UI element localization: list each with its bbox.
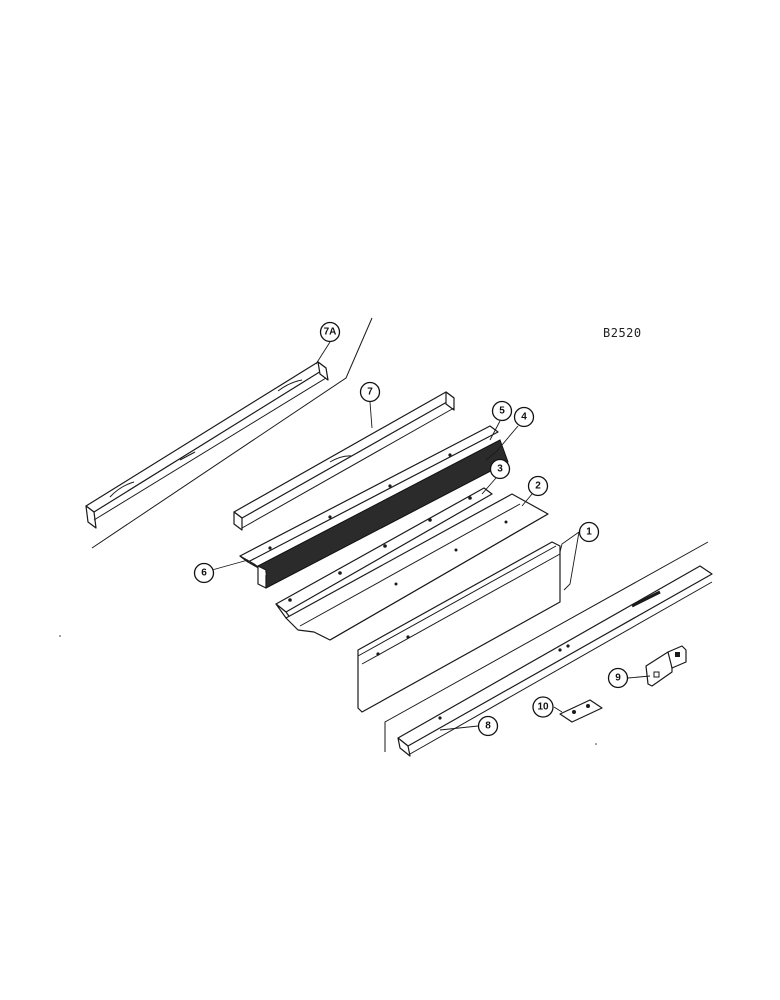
callout-9: 9 [607, 667, 629, 689]
part-7-angle-rail [233, 391, 455, 531]
callout-1: 1 [578, 521, 600, 543]
callout-4: 4 [513, 406, 535, 428]
callout-7a-label: 7A [324, 327, 337, 338]
callout-7: 7 [359, 381, 381, 403]
speck [59, 635, 61, 637]
callout-2: 2 [527, 475, 549, 497]
callout-7-label: 7 [367, 387, 373, 398]
part-1-side-sheet [357, 541, 561, 713]
section-line-upper [91, 317, 373, 549]
callout-9-label: 9 [615, 673, 621, 684]
callout-6-label: 6 [201, 568, 207, 579]
callout-1-label: 1 [586, 527, 592, 538]
callout-5-label: 5 [499, 406, 505, 417]
part-10-plate [559, 699, 603, 723]
part-2-panel [285, 493, 549, 641]
callout-10: 10 [532, 696, 554, 718]
callout-3-label: 3 [497, 464, 503, 475]
part-9-bracket [645, 645, 687, 687]
part-5-strip [239, 425, 499, 571]
callout-5: 5 [491, 400, 513, 422]
part-4-seal-strip [257, 439, 509, 589]
callout-2-label: 2 [535, 481, 541, 492]
callout-4-label: 4 [521, 412, 527, 423]
callout-8-label: 8 [485, 721, 491, 732]
callout-7a: 7A [319, 321, 341, 343]
part-7a-angle-rail [85, 361, 329, 529]
part-8-bottom-rail [397, 565, 713, 757]
callout-8: 8 [477, 715, 499, 737]
drawing-code: B2520 [603, 326, 642, 340]
callout-6: 6 [193, 562, 215, 584]
callout-3: 3 [489, 458, 511, 480]
leader-lines [211, 341, 651, 731]
speck [595, 743, 597, 745]
callout-10-label: 10 [537, 702, 549, 713]
section-line-lower [384, 541, 709, 752]
